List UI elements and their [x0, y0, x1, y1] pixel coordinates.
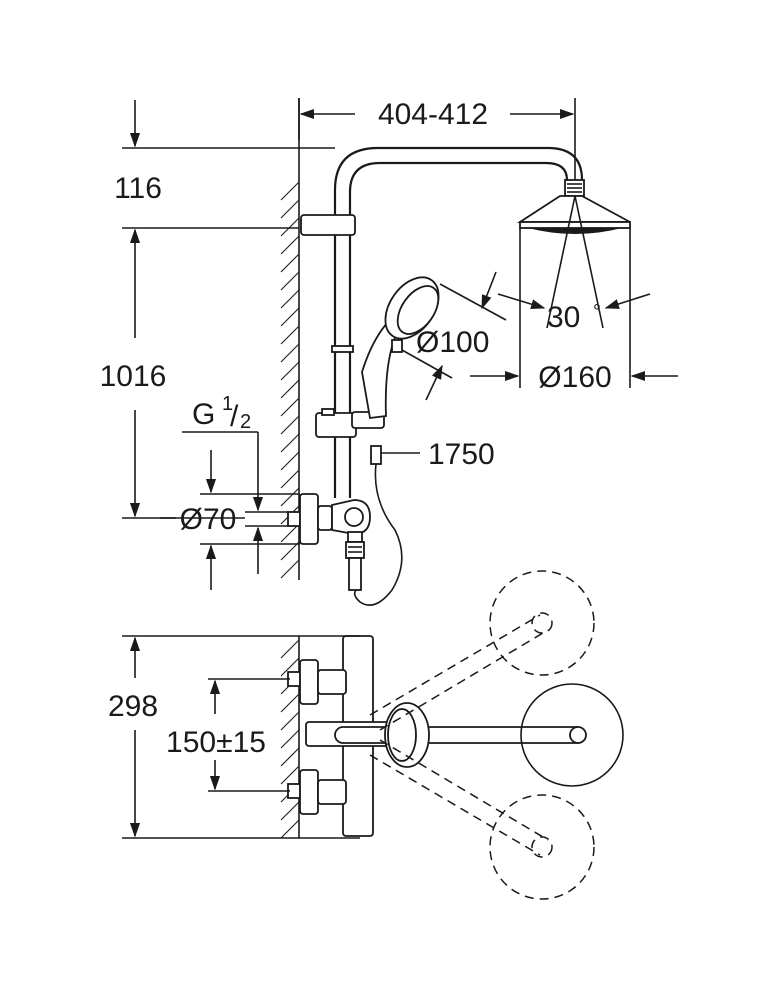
top-offset-label: 116 [114, 172, 162, 205]
thermostat-mixer-front [245, 493, 371, 591]
arm-reach-label: 404-412 [378, 98, 488, 131]
mixer-plan-view [287, 570, 624, 900]
wall-hatching-bottom [280, 636, 300, 839]
svg-text:1: 1 [222, 393, 233, 415]
dimension-lines [122, 98, 678, 839]
hose-length-label: 1750 [428, 438, 495, 471]
shower-column [300, 146, 585, 498]
hand-shower [361, 276, 440, 465]
spray-angle-label: 30 ° [547, 301, 601, 334]
hose [353, 463, 403, 606]
svg-text:30: 30 [547, 301, 580, 334]
head-shower-diameter-label: Ø160 [538, 361, 611, 394]
hand-shower-diameter-label: Ø100 [416, 326, 489, 359]
svg-text:°: ° [593, 301, 601, 323]
svg-text:/: / [230, 400, 239, 433]
wall-hatching-top [280, 98, 300, 580]
rail-height-label: 1016 [100, 360, 167, 393]
svg-text:2: 2 [240, 411, 251, 433]
thread-size-label: G 1 / 2 [192, 393, 251, 433]
head-shower [516, 195, 631, 329]
outlet-diameter-label: Ø70 [180, 503, 237, 536]
mixer-height-label: 298 [108, 690, 158, 723]
inlet-spacing-label: 150±15 [166, 726, 266, 759]
svg-text:G: G [192, 398, 215, 431]
